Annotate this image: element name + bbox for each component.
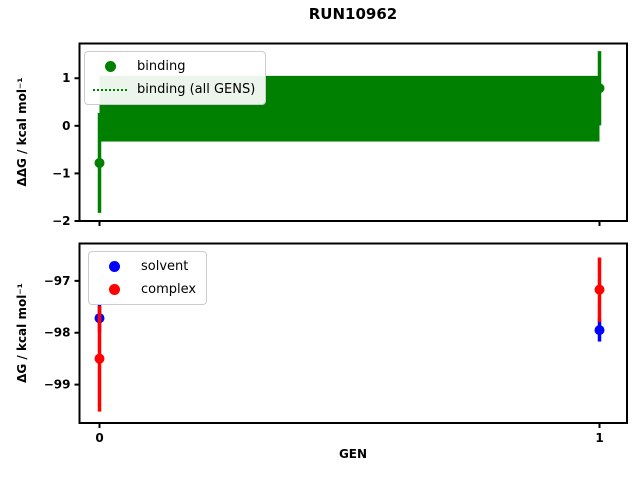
legend-item-binding: binding bbox=[91, 56, 255, 77]
y-tick-label: −1 bbox=[52, 166, 70, 180]
complex-marker-swatch bbox=[95, 284, 133, 295]
dotted-line-icon bbox=[93, 88, 127, 91]
binding-point bbox=[594, 83, 605, 94]
axes-frame bbox=[78, 42, 628, 222]
x-tick-label: 0 bbox=[95, 431, 103, 445]
binding-dot-icon bbox=[104, 61, 116, 72]
y-tick-label: 1 bbox=[62, 71, 70, 85]
legend-item-solvent: solvent bbox=[95, 256, 196, 277]
x-axis-label: GEN bbox=[338, 447, 368, 461]
legend-solvent-complex: solvent complex bbox=[88, 251, 208, 305]
figure-title: RUN10962 bbox=[308, 5, 398, 23]
solvent-point bbox=[594, 325, 605, 336]
y-tick-label: −97 bbox=[44, 274, 71, 288]
legend-binding: binding binding (all GENS) bbox=[84, 51, 267, 105]
binding-point bbox=[94, 157, 105, 168]
y-tick-label: −98 bbox=[44, 326, 71, 340]
binding-marker-swatch bbox=[91, 61, 129, 72]
binding-all-gens-line-swatch bbox=[91, 88, 129, 91]
legend-item-complex: complex bbox=[95, 279, 196, 300]
complex-point bbox=[94, 353, 105, 364]
y-tick-label: −99 bbox=[44, 378, 71, 392]
legend-label-solvent: solvent bbox=[141, 259, 189, 274]
legend-label-binding: binding bbox=[137, 59, 186, 74]
complex-dot-icon bbox=[108, 284, 120, 295]
legend-label-binding-all-gens: binding (all GENS) bbox=[137, 82, 256, 97]
y-tick-label: 0 bbox=[62, 119, 70, 133]
legend-label-complex: complex bbox=[141, 282, 197, 297]
solvent-dot-icon bbox=[108, 261, 120, 272]
complex-point bbox=[594, 284, 605, 295]
solvent-marker-swatch bbox=[95, 261, 133, 272]
top-y-axis-label: ΔΔG / kcal mol⁻¹ bbox=[15, 77, 29, 187]
bottom-y-axis-label: ΔG / kcal mol⁻¹ bbox=[15, 283, 29, 383]
legend-item-binding-all-gens: binding (all GENS) bbox=[91, 79, 255, 100]
y-tick-label: −2 bbox=[52, 214, 70, 228]
x-tick-label: 1 bbox=[595, 431, 603, 445]
